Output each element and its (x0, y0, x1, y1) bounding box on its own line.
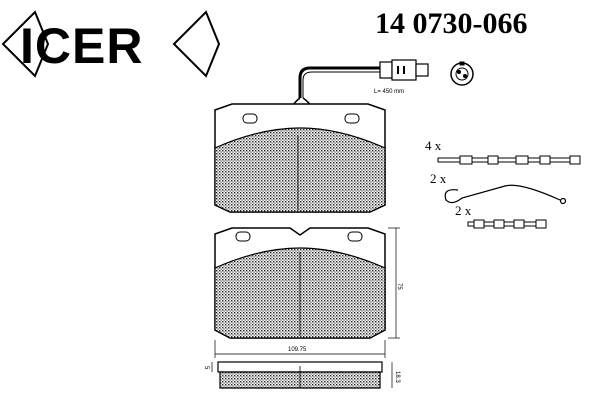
pad-top-view (214, 103, 386, 213)
width-dimension (214, 340, 386, 358)
accessory-2-quantity: 2 x (430, 171, 447, 186)
accessory-3-quantity: 2 x (455, 203, 472, 218)
pad-front-view (214, 227, 386, 339)
wear-sensor (288, 59, 474, 129)
height-dimension-label: 75 (396, 283, 402, 290)
backplate-thickness-label: 5 (203, 366, 209, 370)
brand-name: ICER (20, 18, 143, 74)
part-number: 14 0730-066 (375, 7, 528, 40)
connector-end-view-icon (450, 61, 474, 86)
logo-diamond-right (172, 10, 221, 78)
short-pin-icon (467, 219, 547, 229)
anti-rattle-spring-icon (444, 184, 567, 205)
height-dimension (388, 227, 400, 339)
guide-pin-icon (437, 155, 581, 165)
total-thickness-label: 18.3 (394, 371, 400, 383)
pad-side-view (211, 361, 393, 389)
sensor-connector-icon (379, 59, 429, 81)
icer-logo: ICER (1, 10, 221, 78)
width-dimension-label: 109.75 (288, 347, 307, 353)
sensor-length-label: L= 450 mm (374, 89, 404, 95)
accessory-1-quantity: 4 x (425, 138, 442, 153)
logo-diamond-left (1, 10, 50, 78)
